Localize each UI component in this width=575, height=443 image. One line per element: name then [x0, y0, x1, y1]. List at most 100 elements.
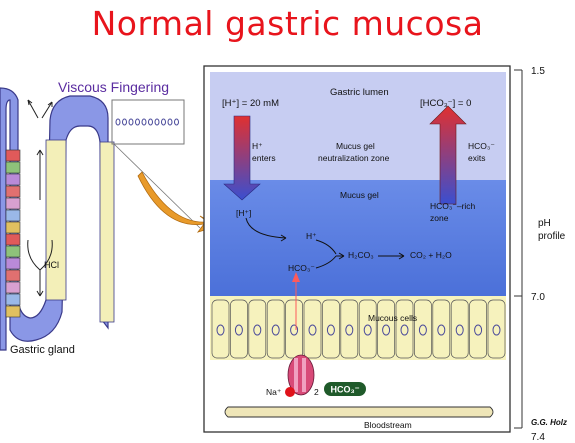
- mucous-cell: [450, 299, 469, 359]
- na-hco3-cotransporter: [287, 354, 315, 396]
- mucous-cell: [487, 299, 506, 359]
- hco3-rich-label-1: HCO₃⁻–rich: [430, 201, 476, 211]
- cell-nucleus: [400, 324, 409, 336]
- ph-bottom-value: 7.4: [531, 432, 545, 443]
- gel-zone-label-2: neutralization zone: [318, 153, 390, 163]
- cell-nucleus: [326, 324, 335, 336]
- gland-cell: [5, 281, 21, 294]
- hco3-exits-label-1: HCO₃⁻: [468, 141, 495, 151]
- cell-nucleus: [234, 324, 243, 336]
- gland-arrows: [27, 99, 53, 297]
- gland-surface-nucleus: [154, 118, 160, 126]
- bloodstream-vessel: [224, 406, 494, 418]
- gland-surface-nucleus: [128, 118, 134, 126]
- h2co3-label: H₂CO₃: [348, 250, 374, 260]
- gland-surface-nucleus: [122, 118, 127, 126]
- h-concentration-label: [H⁺] = 20 mM: [222, 98, 280, 109]
- gland-surface-nucleus: [135, 118, 140, 126]
- mucous-cell: [248, 299, 267, 359]
- gland-cell: [5, 197, 21, 210]
- gastric-lumen-region: [210, 72, 506, 180]
- zoom-callout-box: [111, 99, 185, 145]
- cell-nucleus: [290, 324, 299, 336]
- gland-cell: [5, 305, 21, 318]
- hco3-badge: [324, 382, 366, 396]
- cell-nucleus: [492, 324, 501, 336]
- mucous-cell: [377, 299, 395, 359]
- slide-title: Normal gastric mucosa: [91, 4, 484, 43]
- cell-nucleus: [418, 324, 427, 336]
- two-stoichiometry-label: 2: [314, 387, 319, 397]
- gland-cell: [5, 161, 21, 174]
- mucous-cell: [395, 299, 414, 359]
- mucous-cell: [414, 299, 432, 359]
- mucous-cells-label: Mucous cells: [368, 313, 418, 323]
- mucous-cell: [285, 299, 303, 359]
- reaction-arrows: [245, 217, 405, 269]
- cell-nucleus: [216, 324, 225, 336]
- mucous-cell: [340, 299, 359, 359]
- hcl-label: HCl: [44, 260, 59, 270]
- h-bracket-label: [H⁺]: [236, 208, 252, 218]
- hco3-exits-label-2: exits: [468, 153, 486, 163]
- viscous-fingering-annotation: Viscous Fingering: [58, 79, 170, 95]
- cell-nucleus: [308, 324, 317, 336]
- mucus-gel-label: Mucus gel: [340, 190, 379, 200]
- mucous-cell: [266, 299, 285, 359]
- gland-cell: [5, 149, 21, 162]
- callout-line: [113, 143, 201, 229]
- gland-surface-nucleus: [141, 118, 147, 126]
- cell-nucleus: [253, 324, 262, 336]
- hco3-badge-label: HCO₃⁻: [331, 385, 360, 395]
- gel-zone-label-1: Mucus gel: [336, 141, 375, 151]
- sodium-label: Na⁺: [266, 387, 282, 397]
- cell-nucleus: [382, 324, 391, 336]
- mucus-gel-region: [210, 180, 506, 300]
- cell-nucleus: [455, 324, 464, 336]
- gland-cell: [5, 173, 21, 186]
- mucous-cell: [211, 299, 230, 359]
- gland-cell: [5, 221, 21, 234]
- cell-nucleus: [363, 324, 372, 336]
- cell-nucleus: [437, 324, 446, 336]
- h-enters-label-1: H⁺: [252, 141, 263, 151]
- gland-cell: [5, 245, 21, 258]
- bloodstream-label: Bloodstream: [364, 420, 412, 430]
- gland-cell: [5, 185, 21, 198]
- products-label: CO₂ + H₂O: [410, 250, 452, 260]
- mucous-cell: [358, 299, 377, 359]
- gastric-gland-label: Gastric gland: [10, 344, 75, 356]
- h-enters-arrow: [223, 115, 261, 201]
- mucous-cell: [432, 299, 451, 359]
- ph-label-line2: profile: [538, 231, 566, 242]
- mucous-cell-row: [211, 299, 506, 359]
- ph-mid-value: 7.0: [531, 292, 545, 303]
- h-enters-label-2: enters: [252, 153, 276, 163]
- gland-surface-nucleus: [161, 118, 166, 126]
- mucous-cell: [230, 299, 248, 359]
- gland-surface-nucleus: [115, 118, 121, 126]
- hco3-exits-arrow: [429, 105, 467, 205]
- author-credit: G.G. Holz: [531, 418, 567, 427]
- gland-surface-nucleus: [167, 118, 173, 126]
- ph-scale: [514, 69, 523, 429]
- gastric-lumen-label: Gastric lumen: [330, 87, 389, 98]
- cell-nucleus: [271, 324, 280, 336]
- gland-cell: [5, 233, 21, 246]
- ph-top-value: 1.5: [531, 66, 545, 77]
- gastric-gland-illustration: [0, 87, 115, 351]
- gland-cell: [5, 293, 21, 306]
- hco3-ion-label: HCO₃⁻: [288, 263, 315, 273]
- mucous-cell: [322, 299, 340, 359]
- gland-cells-column: [5, 118, 179, 318]
- mucous-cell: [303, 299, 322, 359]
- cell-nucleus: [474, 324, 483, 336]
- gland-surface-nucleus: [174, 118, 179, 126]
- hco3-rich-label-2: zone: [430, 213, 449, 223]
- gland-cell: [5, 269, 21, 282]
- gland-cell: [5, 209, 21, 222]
- sodium-ion-dot: [285, 387, 295, 397]
- cell-nucleus: [345, 324, 354, 336]
- hco3-secretion-arrowhead: [292, 272, 300, 282]
